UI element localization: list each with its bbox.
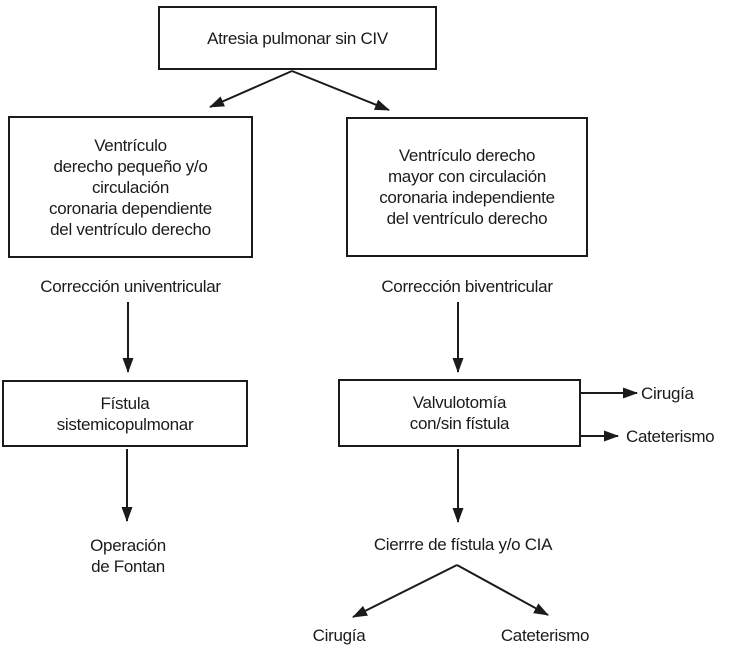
- label-right-followup: Cierrre de fístula y/o CIA: [373, 535, 553, 554]
- label-left-outcome: Operación de Fontan: [90, 536, 166, 576]
- label-procedure-option-surgery: Cirugía: [641, 384, 694, 403]
- node-left-procedure-label: Fístula sistemicopulmonar: [56, 393, 194, 434]
- node-left-procedure: Fístula sistemicopulmonar: [2, 380, 248, 447]
- label-followup-option-catheterism: Cateterismo: [500, 626, 590, 645]
- arrow-followup-to-catheterism: [456, 564, 549, 616]
- node-right-condition-label: Ventrículo derecho mayor con circulación…: [379, 146, 555, 228]
- label-procedure-option-catheterism: Cateterismo: [626, 427, 715, 446]
- arrow-root-to-left-condition: [209, 70, 293, 108]
- node-root: Atresia pulmonar sin CIV: [158, 6, 437, 70]
- node-right-condition: Ventrículo derecho mayor con circulación…: [346, 117, 588, 257]
- arrow-root-to-right-condition: [291, 70, 390, 111]
- node-right-procedure-label: Valvulotomía con/sin fístula: [409, 393, 510, 433]
- node-left-condition: Ventrículo derecho pequeño y/o circulaci…: [8, 116, 253, 258]
- node-right-procedure: Valvulotomía con/sin fístula: [338, 379, 581, 447]
- node-left-condition-label: Ventrículo derecho pequeño y/o circulaci…: [49, 135, 212, 239]
- arrow-followup-to-surgery: [352, 564, 458, 618]
- label-left-strategy: Corrección univentricular: [40, 277, 221, 296]
- label-followup-option-surgery: Cirugía: [312, 626, 366, 645]
- label-right-strategy: Corrección biventricular: [381, 277, 553, 296]
- node-root-label: Atresia pulmonar sin CIV: [207, 28, 388, 48]
